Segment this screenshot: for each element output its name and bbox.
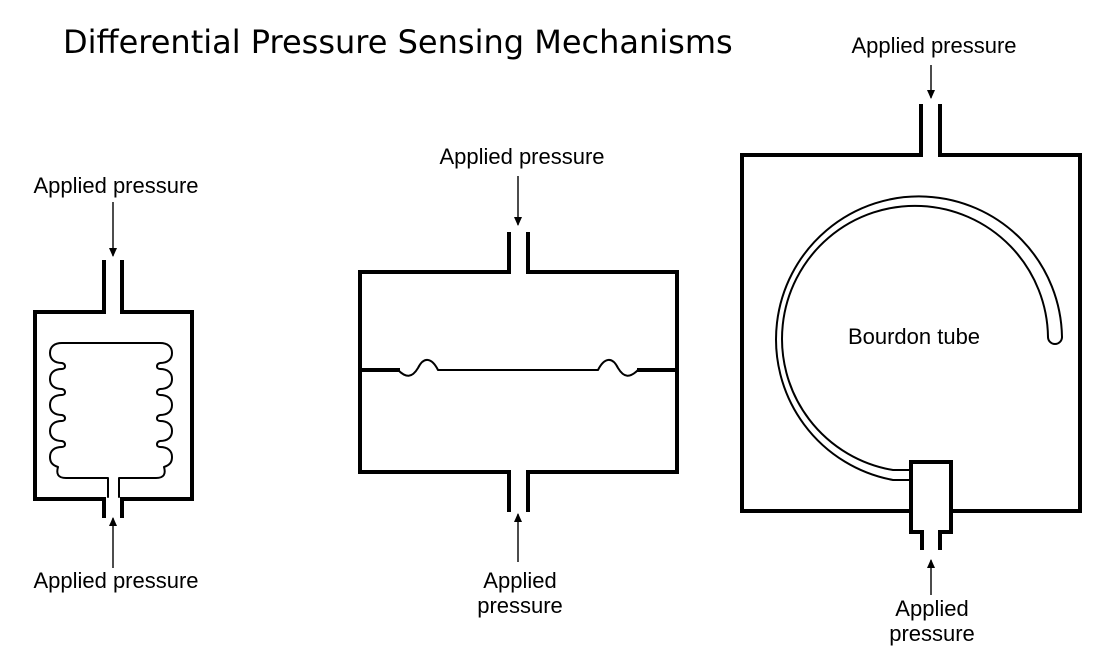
bellows-housing-left-wall <box>33 260 106 518</box>
bourdon-housing-left-wall <box>740 104 923 513</box>
bourdon-top-pressure-label: Applied pressure <box>851 33 1016 58</box>
bellows-top-pressure-label: Applied pressure <box>33 173 198 198</box>
bourdon-tube-label: Bourdon tube <box>848 324 980 349</box>
bourdon-housing-right-wall <box>938 104 1082 513</box>
bourdon-tube-outer <box>775 195 1063 481</box>
page-title: Differential Pressure Sensing Mechanisms <box>63 23 733 61</box>
bourdon-mechanism: Applied pressure Bourdon tube Applied pr… <box>740 33 1082 646</box>
bellows-mechanism: Applied pressure Applied pressure <box>33 173 199 593</box>
bellows-bottom-pressure-label: Applied pressure <box>33 568 198 593</box>
diaphragm-bottom-pressure-label-line1: Applied <box>483 568 556 593</box>
bourdon-socket <box>909 460 953 550</box>
bourdon-tube-sealed-tip <box>1047 336 1063 345</box>
bellows-housing-right-wall <box>120 260 194 518</box>
diaphragm-top-pressure-label: Applied pressure <box>439 144 604 169</box>
diaphragm-mechanism: Applied pressure Applied pressure <box>358 144 679 618</box>
diaphragm-bottom-pressure-label-line2: pressure <box>477 593 563 618</box>
bellows-element <box>49 342 173 498</box>
bourdon-bottom-pressure-label-line2: pressure <box>889 621 975 646</box>
bourdon-bottom-pressure-label-line1: Applied <box>895 596 968 621</box>
bourdon-tube-inner <box>781 204 1049 471</box>
diaphragm-membrane <box>397 359 639 377</box>
